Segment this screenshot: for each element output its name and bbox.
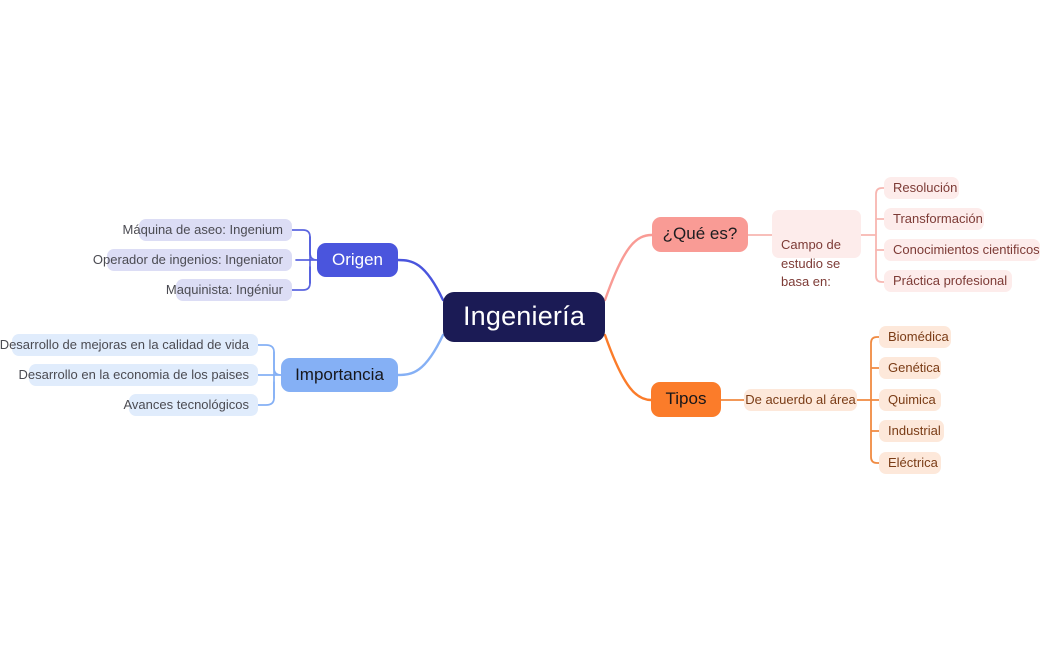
branch-label-origen: Origen <box>331 249 384 269</box>
leaf-label: Quimica <box>888 392 936 408</box>
leaf-node-tipos-2[interactable]: Genética <box>879 357 941 379</box>
branch-node-tipos[interactable]: Tipos <box>651 382 721 417</box>
leaf-node-importancia-2[interactable]: Desarrollo en la economia de los paises <box>18 364 258 386</box>
leaf-label: Biomédica <box>888 329 949 345</box>
leaf-node-tipos-4[interactable]: Industrial <box>879 420 944 442</box>
leaf-label: Operador de ingenios: Ingeniator <box>92 252 283 268</box>
leaf-label: Máquina de aseo: Ingenium <box>122 222 283 238</box>
branch-node-quees[interactable]: ¿Qué es? <box>652 217 748 252</box>
leaf-label: Transformación <box>893 211 983 227</box>
connector-origen-bracket <box>291 229 318 291</box>
mid-node-tipos[interactable]: De acuerdo al área <box>744 389 857 411</box>
leaf-node-tipos-3[interactable]: Quimica <box>879 389 941 411</box>
leaf-node-quees-1[interactable]: Resolución <box>884 177 959 199</box>
branch-label-tipos: Tipos <box>665 389 707 409</box>
leaf-node-origen-1[interactable]: Máquina de aseo: Ingenium <box>123 219 292 241</box>
connector-center-origen <box>396 258 445 302</box>
leaf-label: Conocimientos cientificos <box>893 242 1040 258</box>
leaf-label: Genética <box>888 360 941 376</box>
leaf-node-quees-2[interactable]: Transformación <box>884 208 984 230</box>
mid-label: De acuerdo al área <box>745 392 856 408</box>
leaf-node-importancia-1[interactable]: Desarrollo de mejoras en la calidad de v… <box>0 334 258 356</box>
root-node[interactable]: Ingeniería <box>443 292 605 342</box>
leaf-label: Avances tecnológicos <box>123 397 249 413</box>
leaf-label: Desarrollo en la economia de los paises <box>18 367 249 383</box>
branch-node-origen[interactable]: Origen <box>317 243 398 277</box>
connector-center-tipos <box>603 333 653 402</box>
leaf-node-quees-3[interactable]: Conocimientos cientificos <box>884 239 1040 261</box>
leaf-node-quees-4[interactable]: Práctica profesional <box>884 270 1012 292</box>
leaf-label: Eléctrica <box>888 455 938 471</box>
mid-label: Campo de estudio se basa en: <box>781 237 841 290</box>
leaf-node-importancia-3[interactable]: Avances tecnológicos <box>123 394 258 416</box>
mid-node-quees[interactable]: Campo de estudio se basa en: <box>772 210 861 289</box>
branch-label-quees: ¿Qué es? <box>662 224 738 244</box>
leaf-node-origen-3[interactable]: Maquinista: Ingéniur <box>166 279 292 301</box>
connector-quees-bracket <box>860 187 891 283</box>
branch-node-importancia[interactable]: Importancia <box>281 358 398 392</box>
leaf-label: Práctica profesional <box>893 273 1008 289</box>
leaf-node-tipos-1[interactable]: Biomédica <box>879 326 951 348</box>
leaf-label: Resolución <box>893 180 958 196</box>
leaf-node-origen-2[interactable]: Operador de ingenios: Ingeniator <box>93 249 292 271</box>
leaf-label: Industrial <box>888 423 941 439</box>
root-node-label: Ingeniería <box>462 301 586 332</box>
connector-center-quees <box>603 233 654 302</box>
connector-importancia-bracket <box>257 344 282 406</box>
branch-label-importancia: Importancia <box>295 364 384 384</box>
leaf-node-tipos-5[interactable]: Eléctrica <box>879 452 941 474</box>
leaf-label: Desarrollo de mejoras en la calidad de v… <box>0 337 249 353</box>
leaf-label: Maquinista: Ingéniur <box>165 282 283 298</box>
connector-center-importancia <box>396 333 445 377</box>
